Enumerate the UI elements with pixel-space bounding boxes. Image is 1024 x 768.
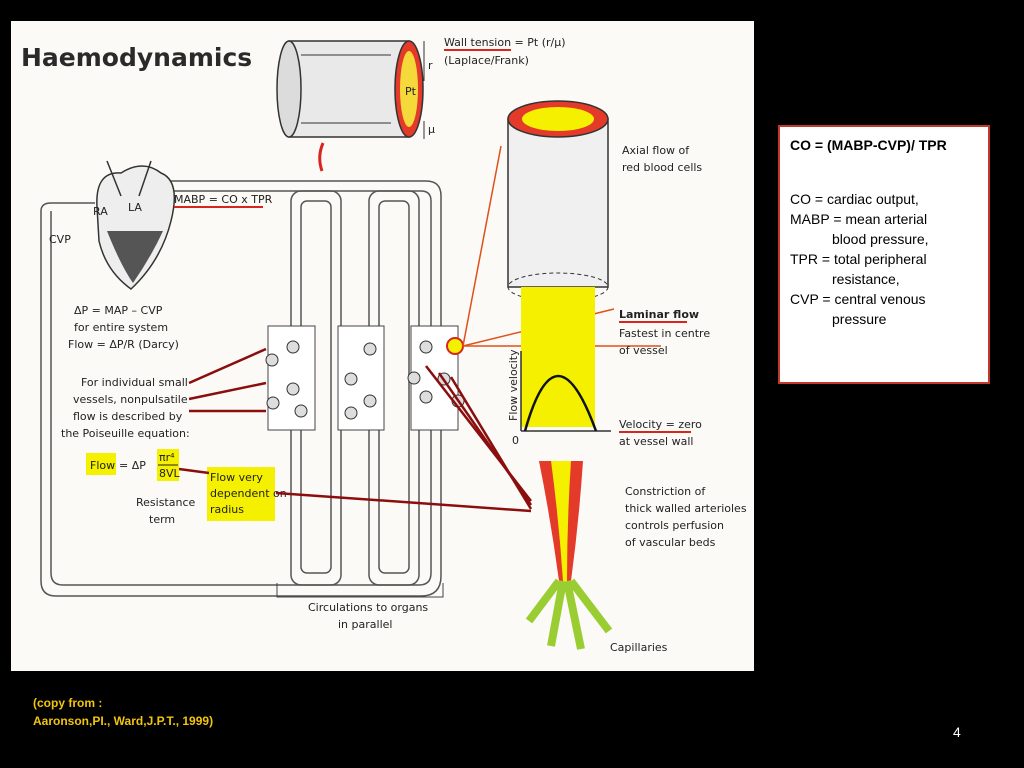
zero-label: 0 [512, 434, 519, 447]
diagram-svg: Haemodynamics Pt Wall tension = Pt (r/μ)… [21, 36, 747, 654]
cvp-label: CVP [49, 233, 71, 246]
equation-denominator: 8VL [159, 467, 181, 480]
la-label: LA [128, 201, 142, 214]
constriction-line-4: of vascular beds [625, 536, 716, 549]
co-formula: CO = (MABP-CVP)/ TPR [790, 137, 947, 153]
wall-tension-eq: Wall tension = Pt (r/μ) [444, 36, 566, 49]
page-number: 4 [953, 724, 961, 740]
mu-symbol: μ [428, 123, 435, 136]
copy-note: (copy from : Aaronson,PI., Ward,J.P.T., … [33, 694, 213, 730]
circulations-line-2: in parallel [338, 618, 392, 631]
fastest-line-1: Fastest in centre [619, 327, 710, 340]
open-tube [507, 100, 609, 427]
indiv-line-1: For individual small [81, 376, 188, 389]
vessel-cylinder [276, 40, 424, 138]
flow-label: Flow [90, 459, 115, 472]
indiv-line-3: flow is described by [73, 410, 183, 423]
axial-flow-line-1: Axial flow of [622, 144, 690, 157]
circulations-line-1: Circulations to organs [308, 601, 428, 614]
laplace-label: (Laplace/Frank) [444, 54, 529, 67]
indiv-line-4: the Poiseuille equation: [61, 427, 190, 440]
constriction-line-1: Constriction of [625, 485, 706, 498]
r-symbol: r [428, 59, 433, 72]
dependent-line-1: Flow very [210, 471, 263, 484]
velocity-zero-line-1: Velocity = zero [619, 418, 702, 431]
figure-title: Haemodynamics [21, 43, 252, 72]
fastest-line-2: of vessel [619, 344, 668, 357]
dp-line-3: Flow = ΔP/R (Darcy) [68, 338, 179, 351]
pt-symbol: Pt [405, 85, 417, 98]
flow-velocity-axis: Flow velocity [507, 349, 520, 421]
velocity-zero-line-2: at vessel wall [619, 435, 693, 448]
pointer-arrows [178, 347, 533, 513]
axial-flow-line-2: red blood cells [622, 161, 702, 174]
dp-line-1: ΔP = MAP – CVP [74, 304, 163, 317]
equation-numerator: πr⁴ [159, 451, 175, 464]
dp-line-2: for entire system [74, 321, 168, 334]
dependent-line-2: dependent on [210, 487, 287, 500]
heart-icon [96, 160, 176, 290]
resistance-line-2: term [149, 513, 175, 526]
capillaries-label: Capillaries [610, 641, 668, 654]
def-co: CO = cardiac output, [790, 191, 919, 207]
dependent-line-3: radius [210, 503, 244, 516]
constriction-line-3: controls perfusion [625, 519, 724, 532]
constriction-line-2: thick walled arterioles [625, 502, 747, 515]
equation-dp: = ΔP [119, 459, 146, 472]
laminar-flow-label: Laminar flow [619, 308, 699, 321]
red-arrow [318, 142, 325, 172]
ra-label: RA [93, 205, 108, 218]
arteriole [525, 461, 613, 650]
indiv-line-2: vessels, nonpulsatile [73, 393, 188, 406]
resistance-line-1: Resistance [136, 496, 196, 509]
copy-note-line-2: Aaronson,PI., Ward,J.P.T., 1999) [33, 714, 214, 728]
haemodynamics-figure: Haemodynamics Pt Wall tension = Pt (r/μ)… [11, 21, 754, 671]
copy-note-line-1: (copy from : [33, 696, 103, 710]
definitions-box: CO = (MABP-CVP)/ TPR CO = cardiac output… [778, 125, 990, 384]
mabp-equation: MABP = CO x TPR [174, 193, 273, 206]
velocity-profile [520, 351, 611, 432]
